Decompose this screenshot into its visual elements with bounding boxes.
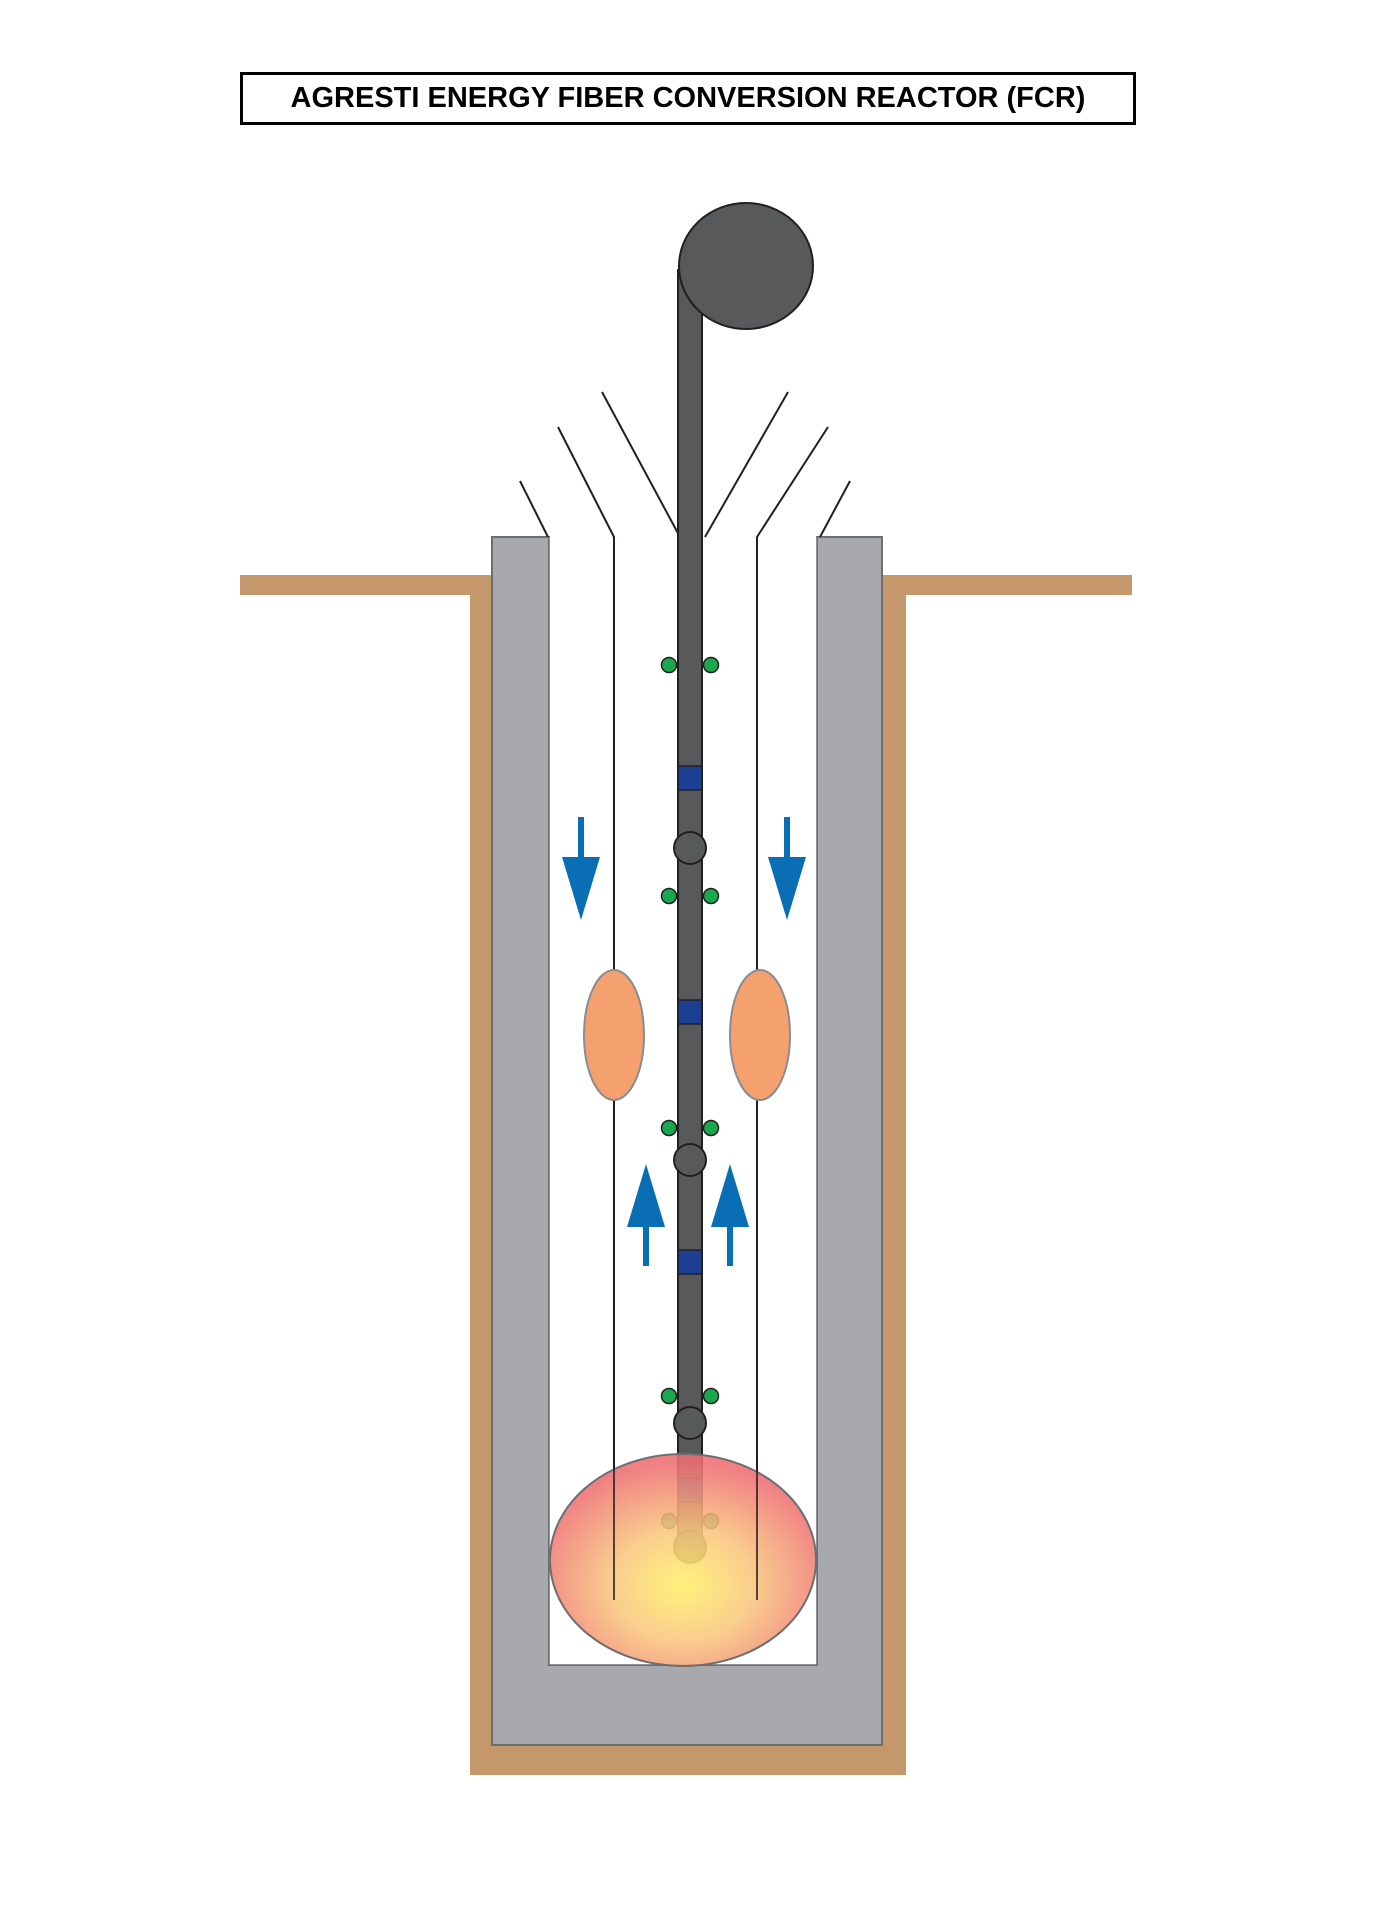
sensor-3-right bbox=[702, 1119, 720, 1137]
sensor-2-left bbox=[660, 887, 678, 905]
coupling-3 bbox=[677, 1249, 703, 1275]
sensor-4-left bbox=[660, 1387, 678, 1405]
rod-joint-3 bbox=[673, 1406, 707, 1440]
central-rod bbox=[677, 269, 703, 1556]
ground-surface-right bbox=[880, 575, 1132, 595]
arrow-down-icon bbox=[768, 817, 806, 920]
arrow-down-icon bbox=[562, 817, 600, 920]
fiber-line-outer-right bbox=[819, 480, 851, 538]
arrow-up-icon bbox=[627, 1164, 665, 1266]
combustion-zone bbox=[549, 1453, 817, 1667]
diagram-title: AGRESTI ENERGY FIBER CONVERSION REACTOR … bbox=[290, 82, 1086, 114]
fiber-lines bbox=[519, 391, 851, 1600]
fiber-line-mid-left bbox=[557, 426, 615, 1600]
fiber-line-mid-right bbox=[756, 426, 829, 1600]
coupling-2 bbox=[677, 999, 703, 1025]
rod-joint-2 bbox=[673, 1143, 707, 1177]
fiber-line-inner-right bbox=[704, 391, 789, 538]
sensor-1-right bbox=[702, 656, 720, 674]
sensor-2-right bbox=[702, 887, 720, 905]
pulley-wheel-icon bbox=[678, 202, 814, 330]
heat-zone-left bbox=[583, 969, 645, 1101]
rod-joint-1 bbox=[673, 831, 707, 865]
sensor-4-right bbox=[702, 1387, 720, 1405]
flow-arrows bbox=[562, 817, 806, 1266]
fiber-line-inner-left bbox=[601, 391, 681, 538]
arrow-up-icon bbox=[711, 1164, 749, 1266]
diagram-title-box: AGRESTI ENERGY FIBER CONVERSION REACTOR … bbox=[240, 72, 1136, 125]
fiber-line-outer-left bbox=[519, 480, 549, 538]
sensor-3-left bbox=[660, 1119, 678, 1137]
heat-zone-right bbox=[729, 969, 791, 1101]
coupling-1 bbox=[677, 765, 703, 791]
sensor-1-left bbox=[660, 656, 678, 674]
ground-surface-left bbox=[240, 575, 492, 595]
